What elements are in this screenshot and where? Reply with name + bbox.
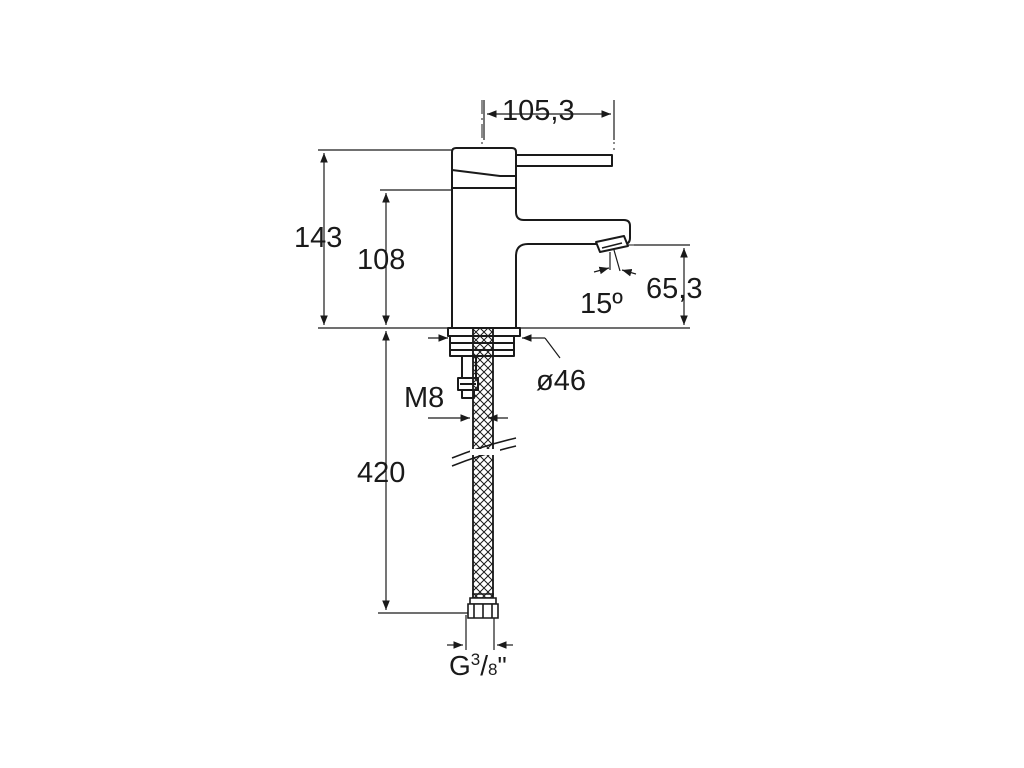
thread-prefix: G (449, 650, 471, 681)
dim-total-height-label: 143 (294, 222, 343, 254)
thread-slash: / (480, 650, 489, 681)
thread-denominator: 8 (488, 660, 498, 679)
main-body (451, 187, 631, 329)
dim-base-diameter-label: ø46 (536, 365, 586, 397)
cartridge-cap (451, 147, 517, 189)
break-marks (451, 437, 517, 467)
dim-hose-length-label: 420 (357, 457, 406, 489)
dim-line-15deg-right (621, 268, 637, 277)
lever-handle (507, 154, 613, 167)
dimension-lines (320, 110, 688, 649)
dim-line-15deg-left (593, 266, 610, 275)
dim-stud-thread-label: M8 (404, 382, 445, 414)
thread-unit: " (497, 651, 507, 681)
dim-outlet-height-label: 65,3 (646, 273, 703, 305)
dim-angle-label: 15º (580, 288, 623, 320)
dim-body-height-label: 108 (357, 244, 406, 276)
flexible-hose (467, 327, 499, 619)
dim-reach-label: 105,3 (502, 95, 575, 127)
connection-thread-label: G3/8" (449, 650, 507, 681)
thread-numerator: 3 (470, 650, 481, 669)
centerlines (481, 100, 690, 290)
faucet-body (447, 147, 631, 399)
